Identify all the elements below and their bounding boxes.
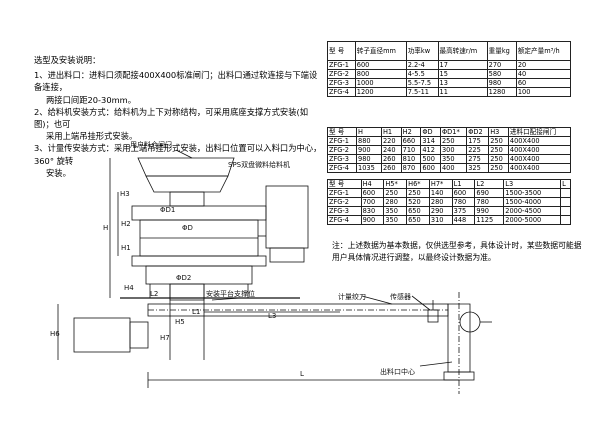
- dim-H7: H7: [160, 334, 170, 342]
- dim-D1: ΦD1: [160, 206, 175, 214]
- table-cell: 2000-5000: [503, 215, 562, 225]
- note-2: 2、给料机安装方式：给料机为上下对称结构，可采用底座支撑方式安装(如图)；也可: [34, 106, 309, 130]
- label-outlet: 出料口中心: [380, 367, 415, 376]
- dim-H4: H4: [124, 284, 134, 292]
- feeder-bottom-flange: [131, 255, 267, 267]
- feeder-motor: [265, 185, 309, 249]
- dim-L: L: [300, 370, 304, 378]
- table-cell: 1035: [356, 163, 382, 173]
- label-sensor: 传感器: [390, 292, 411, 301]
- dim-D: ΦD: [182, 224, 193, 232]
- table-header-row: 型 号 H4 H5* H6* H7* L1 L2 L3 L: [327, 179, 571, 189]
- table-cell: 1280: [486, 87, 517, 97]
- note-3: 3、计量传安装方式：采用上端吊挂形式安装，出料口位置可以入料口为中心，360° …: [34, 143, 322, 166]
- screw-gearbox: [129, 321, 149, 349]
- motor-gearbox: [269, 247, 305, 263]
- note-1-cont: 两接口间距20-30mm。: [46, 94, 137, 105]
- dim-L2: L2: [150, 290, 158, 298]
- dim-H6: H6: [50, 330, 60, 338]
- dim-L3: L3: [268, 312, 276, 320]
- label-gate: 用户料仓闸门: [130, 140, 172, 149]
- notes-title: 选型及安装说明：: [34, 55, 101, 65]
- remark-note: 注：上述数据为基本数据，仅供选型参考，具体设计时，某些数据可能据用户具体情况进行…: [332, 241, 582, 262]
- dim-L1: L1: [192, 308, 200, 316]
- table-cell: 1200: [354, 87, 407, 97]
- hopper-cone: [145, 175, 229, 193]
- table-cell: 100: [515, 87, 572, 97]
- feeder-top-flange: [131, 205, 267, 221]
- installation-notes: 选型及安装说明： 1、进出料口：进料口须配接400X400标准闸门；出料口通过软…: [34, 54, 324, 179]
- hopper-neck: [169, 191, 205, 207]
- table-cell: 400X400: [507, 163, 572, 173]
- label-sps: SPS双盘微料给料机: [228, 160, 290, 169]
- note-3-cont: 安装。: [46, 167, 71, 178]
- dim-H1: H1: [121, 244, 131, 252]
- dim-H: H: [103, 224, 108, 232]
- note-2-cont: 采用上端吊挂形式安装。: [46, 131, 138, 142]
- feeder-hopper: [137, 157, 235, 177]
- label-screw: 计量绞刀: [338, 292, 366, 301]
- dim-H5: H5: [175, 318, 185, 326]
- table-cell: 400: [439, 163, 468, 173]
- screw-motor: [73, 317, 131, 353]
- spec-table-dimensions-h: 型 号 H H1 H2 ΦD ΦD1* ΦD2 H3 进料口配接闸门 ZFG-1…: [326, 127, 572, 173]
- table-cell: ZFG-4: [326, 163, 358, 173]
- dim-D2: ΦD2: [176, 274, 191, 282]
- feeder-base: [145, 265, 253, 285]
- spec-table-model-power: 型 号 转子直径mm 功率kw 最高转速r/m 重量kg 额定产量m³/h ZF…: [327, 41, 572, 97]
- dim-H3: H3: [120, 190, 130, 198]
- table-cell: 325: [466, 163, 490, 173]
- table-header-row: 型 号 转子直径mm 功率kw 最高转速r/m 重量kg 额定产量m³/h: [327, 41, 572, 61]
- table-cell: [560, 215, 571, 225]
- label-platform: 安装平台支撑位: [206, 289, 255, 298]
- dim-H2: H2: [121, 220, 131, 228]
- note-1: 1、进出料口：进料口须配接400X400标准闸门；出料口通过软连接与下端设备连接…: [34, 70, 318, 93]
